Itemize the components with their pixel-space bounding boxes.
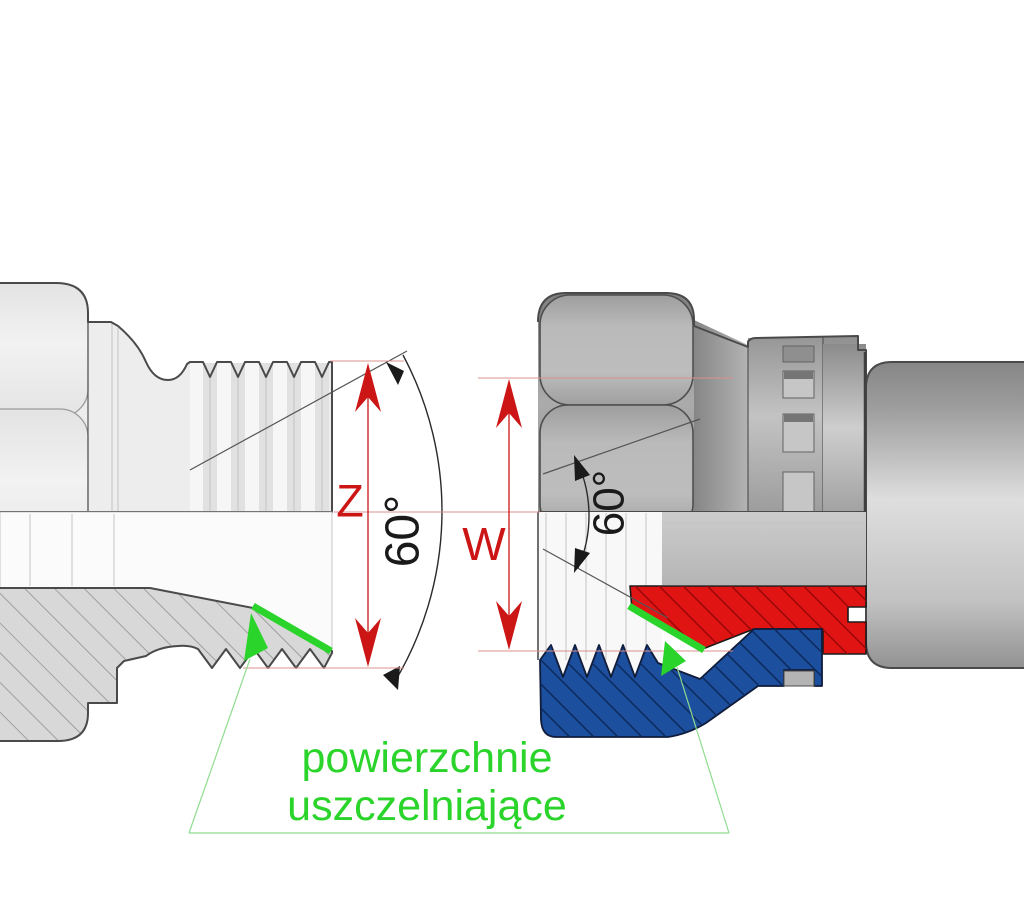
nut-section-red-hatch <box>630 586 866 654</box>
dim-w-arrow-top <box>496 379 522 428</box>
angle-arrow-left-bottom <box>383 666 400 690</box>
nut-neck <box>823 344 866 512</box>
nut-hex-facet-top <box>539 294 694 406</box>
nut-cone-line-upper <box>542 418 701 475</box>
sealing-surface-line-left <box>251 602 333 655</box>
male-cone-line <box>189 350 408 471</box>
sealing-arrow-left <box>244 613 268 661</box>
cone-angle-right-label: 60° <box>585 470 634 537</box>
dim-w-arrow-bottom <box>496 601 522 650</box>
male-hex-facet-top <box>0 282 89 418</box>
sealing-surface-line-right <box>627 602 706 654</box>
angle-annotations: 60° 60° <box>377 354 634 690</box>
sealing-annotation: powierzchnie uszczelniające <box>188 602 730 834</box>
nut-taper <box>694 320 748 512</box>
dimensions: Z W <box>243 360 733 669</box>
nut-lower-band <box>660 512 866 585</box>
angle-arrow-left-top <box>386 362 404 385</box>
angle-arrow-right-top <box>574 455 590 481</box>
dim-z-arrow-bottom <box>355 618 381 667</box>
angle-arrow-right-bottom <box>574 548 590 573</box>
sealing-arrow-right <box>661 641 686 676</box>
dim-z-arrow-top <box>355 363 381 412</box>
collar-slots <box>782 345 815 513</box>
sealing-note-line2: uszczelniające <box>287 782 567 830</box>
sealing-note-line1: powierzchnie <box>302 734 553 782</box>
dimension-w-label: W <box>462 518 506 570</box>
leader-line-left <box>188 658 251 834</box>
nipple-section-blue-hatch <box>540 629 822 737</box>
female-nut-assembly <box>537 292 1024 738</box>
male-fitting <box>0 282 408 742</box>
male-thread-stripes <box>190 363 329 512</box>
angle-arc-left <box>393 354 443 684</box>
hose-socket <box>865 361 1024 669</box>
dimension-z-label: Z <box>336 476 364 527</box>
cone-angle-left-label: 60° <box>377 495 430 568</box>
socket-tab-window <box>783 670 815 687</box>
nut-cone-line-lower <box>542 548 669 619</box>
leader-line-right <box>676 666 730 834</box>
male-section-hatch <box>0 588 332 741</box>
